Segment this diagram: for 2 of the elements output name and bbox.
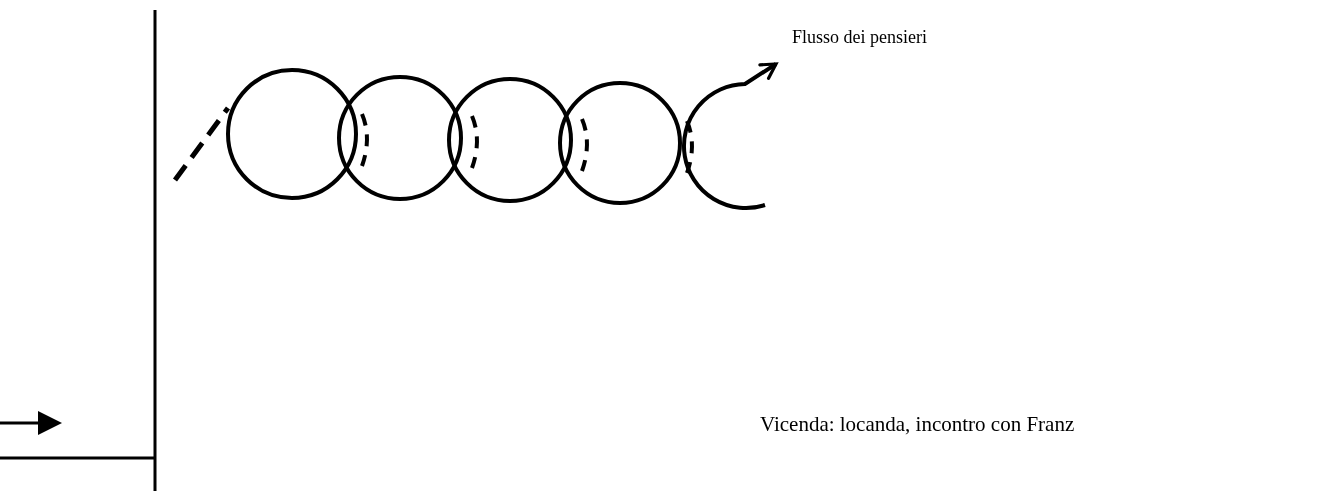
text-label: Vicenda: locanda, incontro con Franz	[760, 413, 1075, 437]
text-label: Flusso dei pensieri	[792, 28, 927, 48]
